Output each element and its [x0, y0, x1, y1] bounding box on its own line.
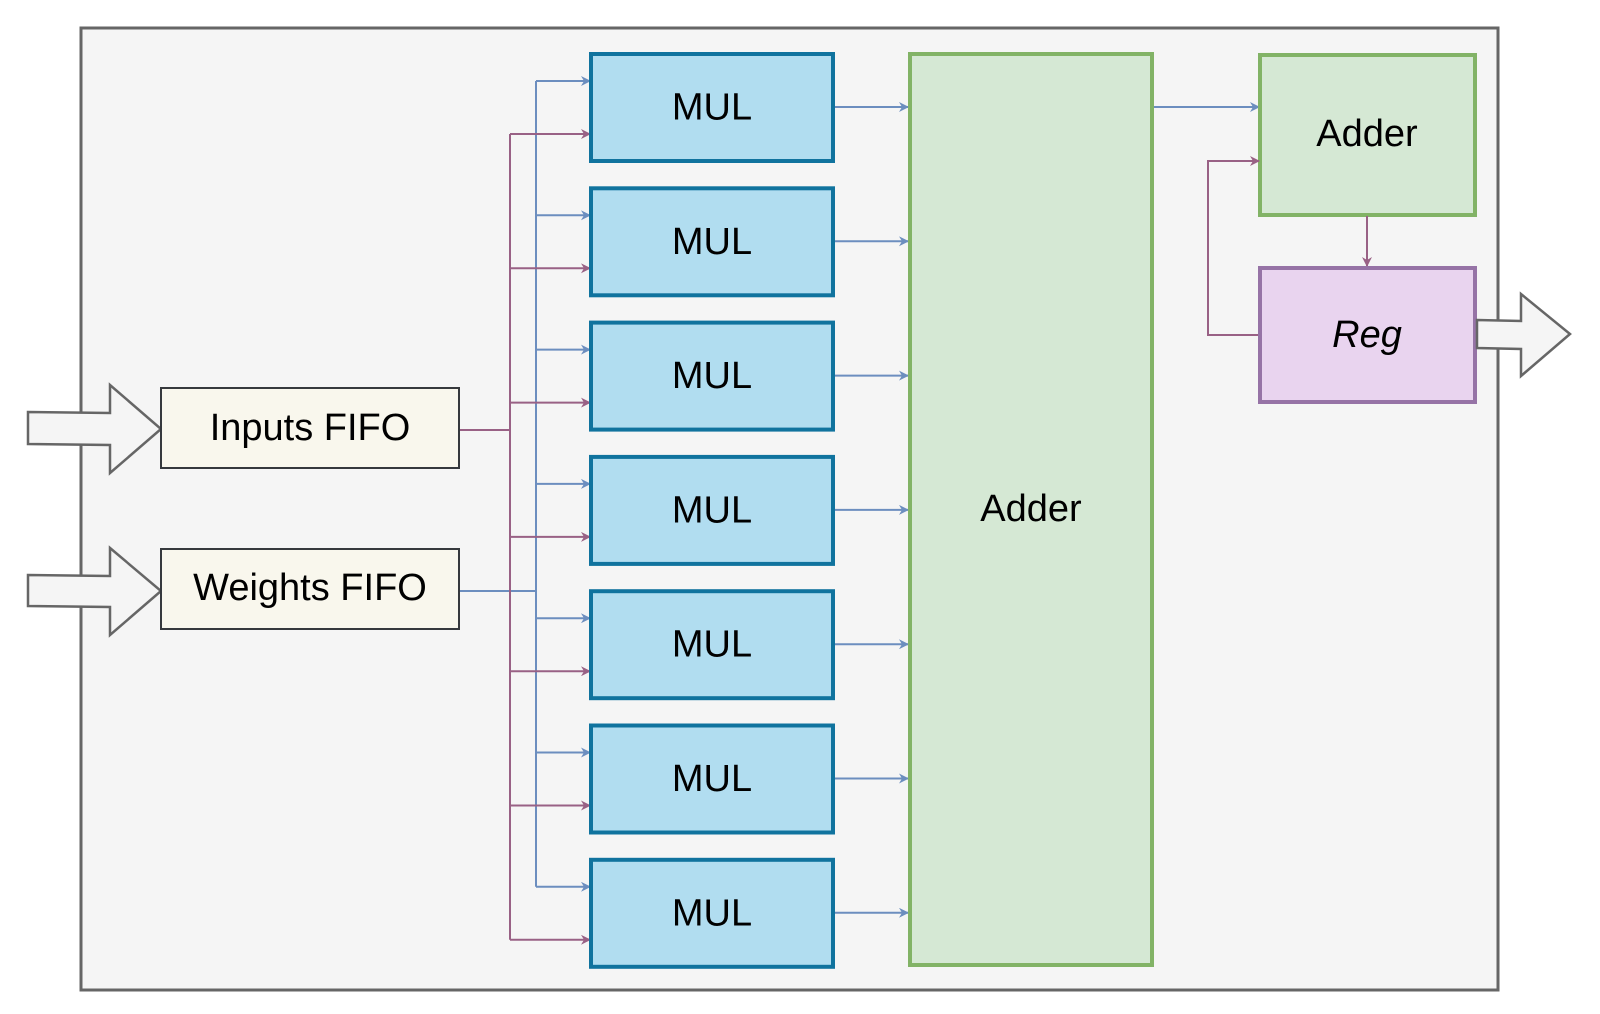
mul-label: MUL [672, 758, 752, 800]
register[interactable]: Reg [1258, 266, 1477, 404]
multiplier-array: MUL MUL MUL MUL MUL MUL MUL [589, 52, 835, 969]
mul-label: MUL [672, 624, 752, 666]
mul-unit[interactable]: MUL [589, 52, 835, 163]
inputs-fifo-label: Inputs FIFO [210, 407, 411, 449]
adder-tree-label: Adder [980, 488, 1082, 530]
mul-unit[interactable]: MUL [589, 589, 835, 701]
inputs-entry-arrow [26, 382, 163, 476]
mul-unit[interactable]: MUL [589, 723, 835, 835]
mul-unit[interactable]: MUL [589, 320, 835, 432]
weights-fifo[interactable]: Weights FIFO [160, 548, 460, 630]
register-label: Reg [1332, 314, 1402, 356]
mul-unit[interactable]: MUL [589, 454, 835, 566]
mul-label: MUL [672, 87, 752, 129]
mul-unit[interactable]: MUL [589, 186, 835, 298]
weights-fifo-label: Weights FIFO [193, 567, 427, 609]
accumulator-adder[interactable]: Adder [1258, 53, 1477, 217]
accumulator-adder-label: Adder [1316, 113, 1418, 155]
reg-feedback-wire [1207, 156, 1260, 336]
mul-label: MUL [672, 221, 752, 263]
weights-entry-arrow [26, 545, 163, 638]
bus-wires [460, 76, 909, 945]
inputs-fifo[interactable]: Inputs FIFO [160, 387, 460, 469]
mul-label: MUL [672, 489, 752, 531]
adder-tree[interactable]: Adder [908, 52, 1154, 967]
mul-label: MUL [672, 892, 752, 934]
mul-unit[interactable]: MUL [589, 857, 835, 969]
output-exit-arrow [1475, 291, 1572, 379]
mul-label: MUL [672, 355, 752, 397]
